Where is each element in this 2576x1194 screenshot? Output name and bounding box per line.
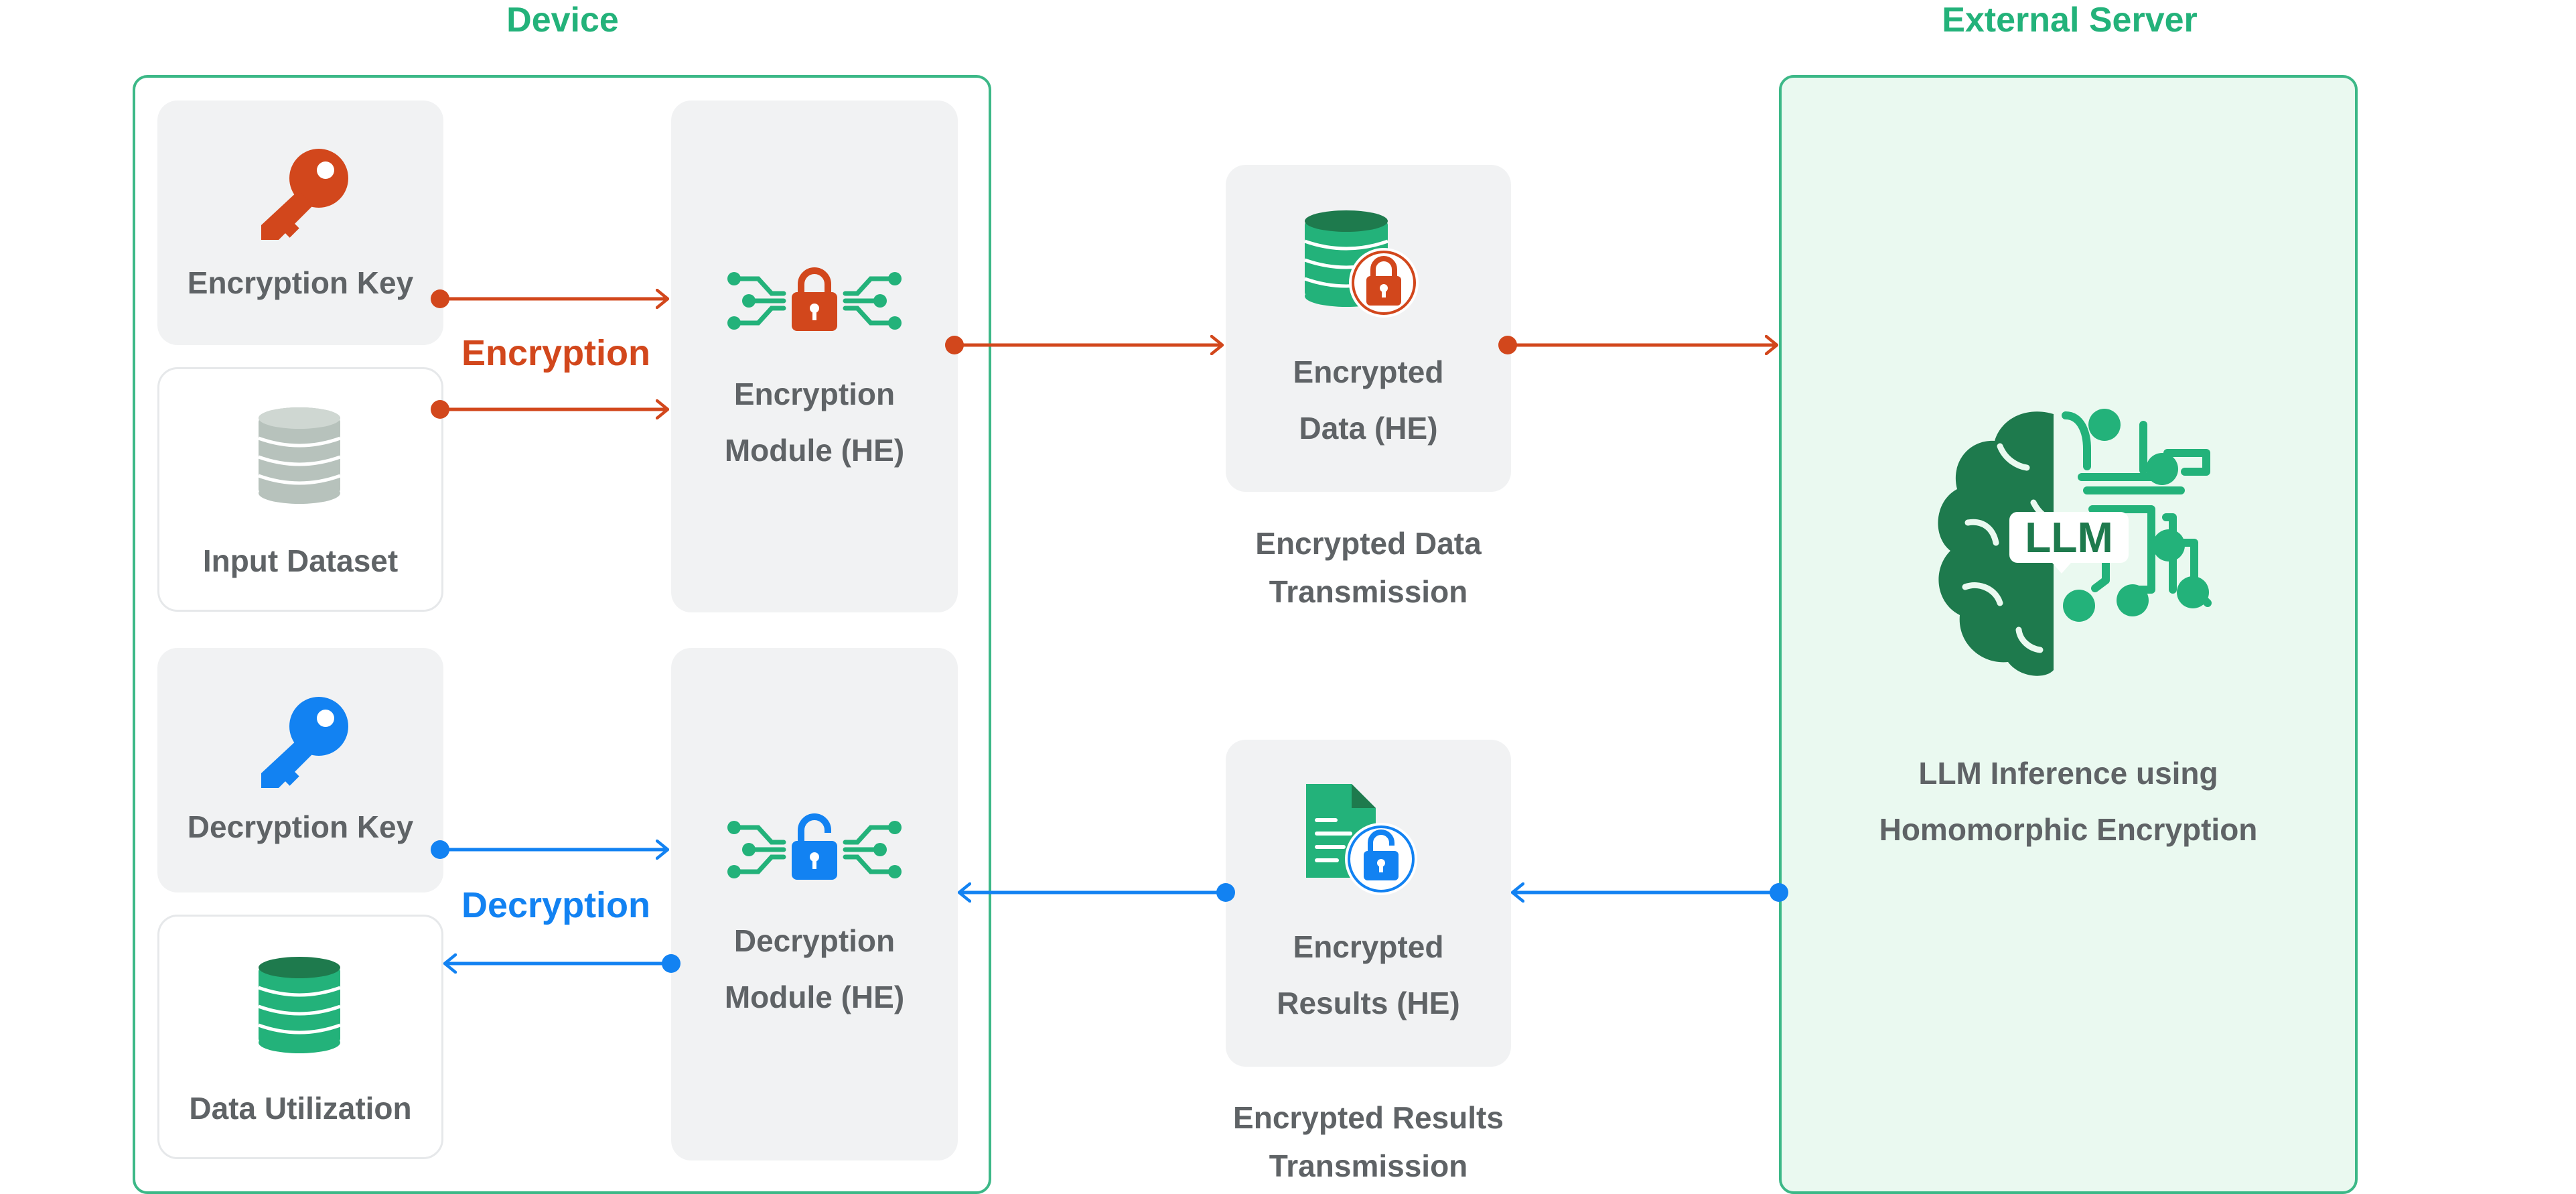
encrypted-data-label-line2: Data (HE) <box>1299 411 1438 446</box>
brain-circuit-icon: LLM <box>1938 409 2212 676</box>
llm-inference-label-line2: Homomorphic Encryption <box>1879 812 2258 847</box>
external-server-title: External Server <box>1942 1 2198 40</box>
data-utilization-label: Data Utilization <box>189 1091 412 1126</box>
arrow-module-to-data-utilization <box>445 954 681 973</box>
document-unlock-icon <box>1306 784 1417 895</box>
arrow-encrypted-results-to-module <box>959 883 1235 902</box>
arrow-decryption-key-to-module <box>431 840 668 859</box>
arrow-module-to-encrypted-data <box>945 336 1222 354</box>
encryption-key-label: Encryption Key <box>187 265 414 300</box>
database-lock-icon <box>1304 210 1419 318</box>
decryption-module-label-line2: Module (HE) <box>724 980 905 1014</box>
arrow-server-to-encrypted-results <box>1512 883 1788 902</box>
encryption-module-label-line2: Module (HE) <box>724 433 905 468</box>
key-icon <box>261 149 348 240</box>
encryption-module-label-line1: Encryption <box>733 377 896 411</box>
encrypted-data-label-line1: Encrypted <box>1293 354 1444 389</box>
arrow-encrypted-data-to-server <box>1498 336 1777 354</box>
encryption-module-card <box>671 101 958 612</box>
arrow-encryption-key-to-module <box>431 289 668 308</box>
decryption-module-card <box>671 648 958 1160</box>
encryption-key-card <box>157 101 443 345</box>
key-icon <box>261 697 348 788</box>
encrypted-results-card <box>1226 740 1511 1067</box>
encrypted-data-transmission-line2: Transmission <box>1269 574 1468 609</box>
arrow-input-dataset-to-module <box>431 400 668 419</box>
external-server-frame <box>1779 75 2358 1194</box>
encrypted-results-transmission-line2: Transmission <box>1269 1148 1468 1183</box>
circuit-lock-icon <box>727 267 902 331</box>
encrypted-results-transmission-line1: Encrypted Results <box>1233 1100 1504 1135</box>
encrypted-results-label-line1: Encrypted <box>1293 929 1444 964</box>
decryption-module-label-line1: Decryption <box>733 923 896 958</box>
decryption-key-card <box>157 648 443 892</box>
device-title: Device <box>506 1 619 40</box>
encrypted-data-transmission-line1: Encrypted Data <box>1255 526 1482 561</box>
llm-badge-text: LLM <box>2025 513 2113 561</box>
input-dataset-label: Input Dataset <box>202 543 399 578</box>
database-icon <box>258 407 341 504</box>
encryption-flow-label: Encryption <box>461 333 651 373</box>
decryption-key-label: Decryption Key <box>187 809 414 844</box>
decryption-flow-label: Decryption <box>461 885 651 925</box>
encrypted-results-label-line2: Results (HE) <box>1277 986 1460 1020</box>
database-icon <box>258 957 341 1053</box>
llm-inference-label-line1: LLM Inference using <box>1918 756 2218 791</box>
circuit-unlock-icon <box>727 813 902 880</box>
